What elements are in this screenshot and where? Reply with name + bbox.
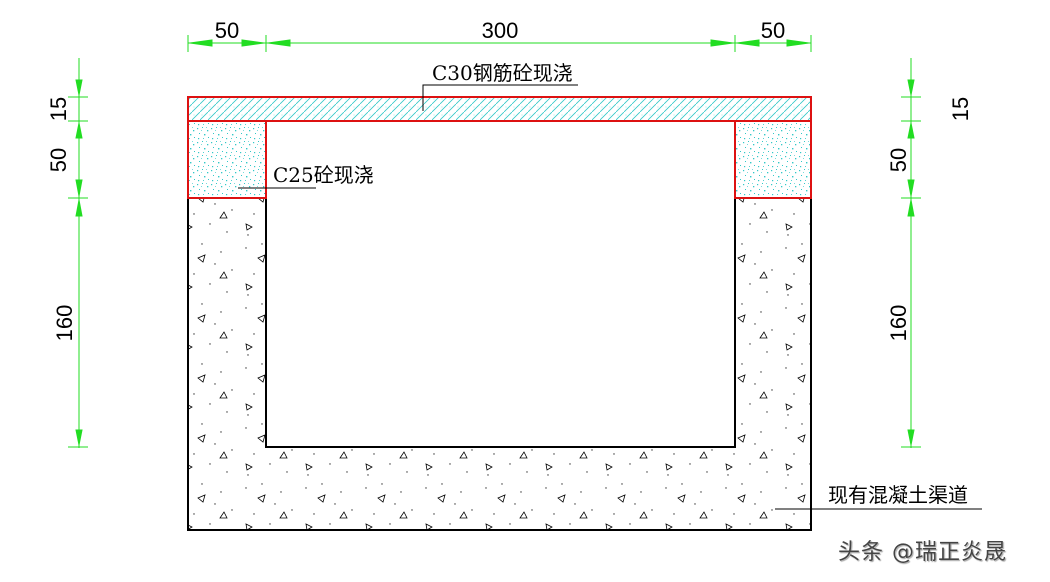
watermark: 头条 @瑞正炎晟 bbox=[838, 540, 1007, 565]
dim-top-middle: 300 bbox=[482, 18, 519, 43]
dim-left-slab: 15 bbox=[46, 97, 71, 121]
c25-fill-right bbox=[734, 120, 812, 199]
label-top-slab: C30钢筋砼现浇 bbox=[432, 61, 573, 85]
dim-left-c25: 50 bbox=[46, 148, 71, 172]
dim-left-wall: 160 bbox=[52, 305, 77, 342]
c30-top-slab bbox=[187, 96, 812, 122]
dim-right-slab: 15 bbox=[948, 97, 973, 121]
left-dimension-line bbox=[68, 58, 88, 448]
dim-right-wall: 160 bbox=[886, 305, 911, 342]
existing-channel bbox=[187, 197, 812, 531]
label-c25: C25砼现浇 bbox=[273, 163, 374, 187]
dim-right-c25: 50 bbox=[886, 148, 911, 172]
label-existing-channel: 现有混凝土渠道 bbox=[828, 483, 968, 507]
right-dimension-line bbox=[901, 58, 921, 448]
dim-top-left: 50 bbox=[215, 18, 239, 43]
top-dimension-line bbox=[187, 35, 812, 52]
leader-top-slab bbox=[422, 84, 578, 111]
dim-top-right: 50 bbox=[761, 18, 785, 43]
c25-fill-left bbox=[187, 120, 267, 199]
